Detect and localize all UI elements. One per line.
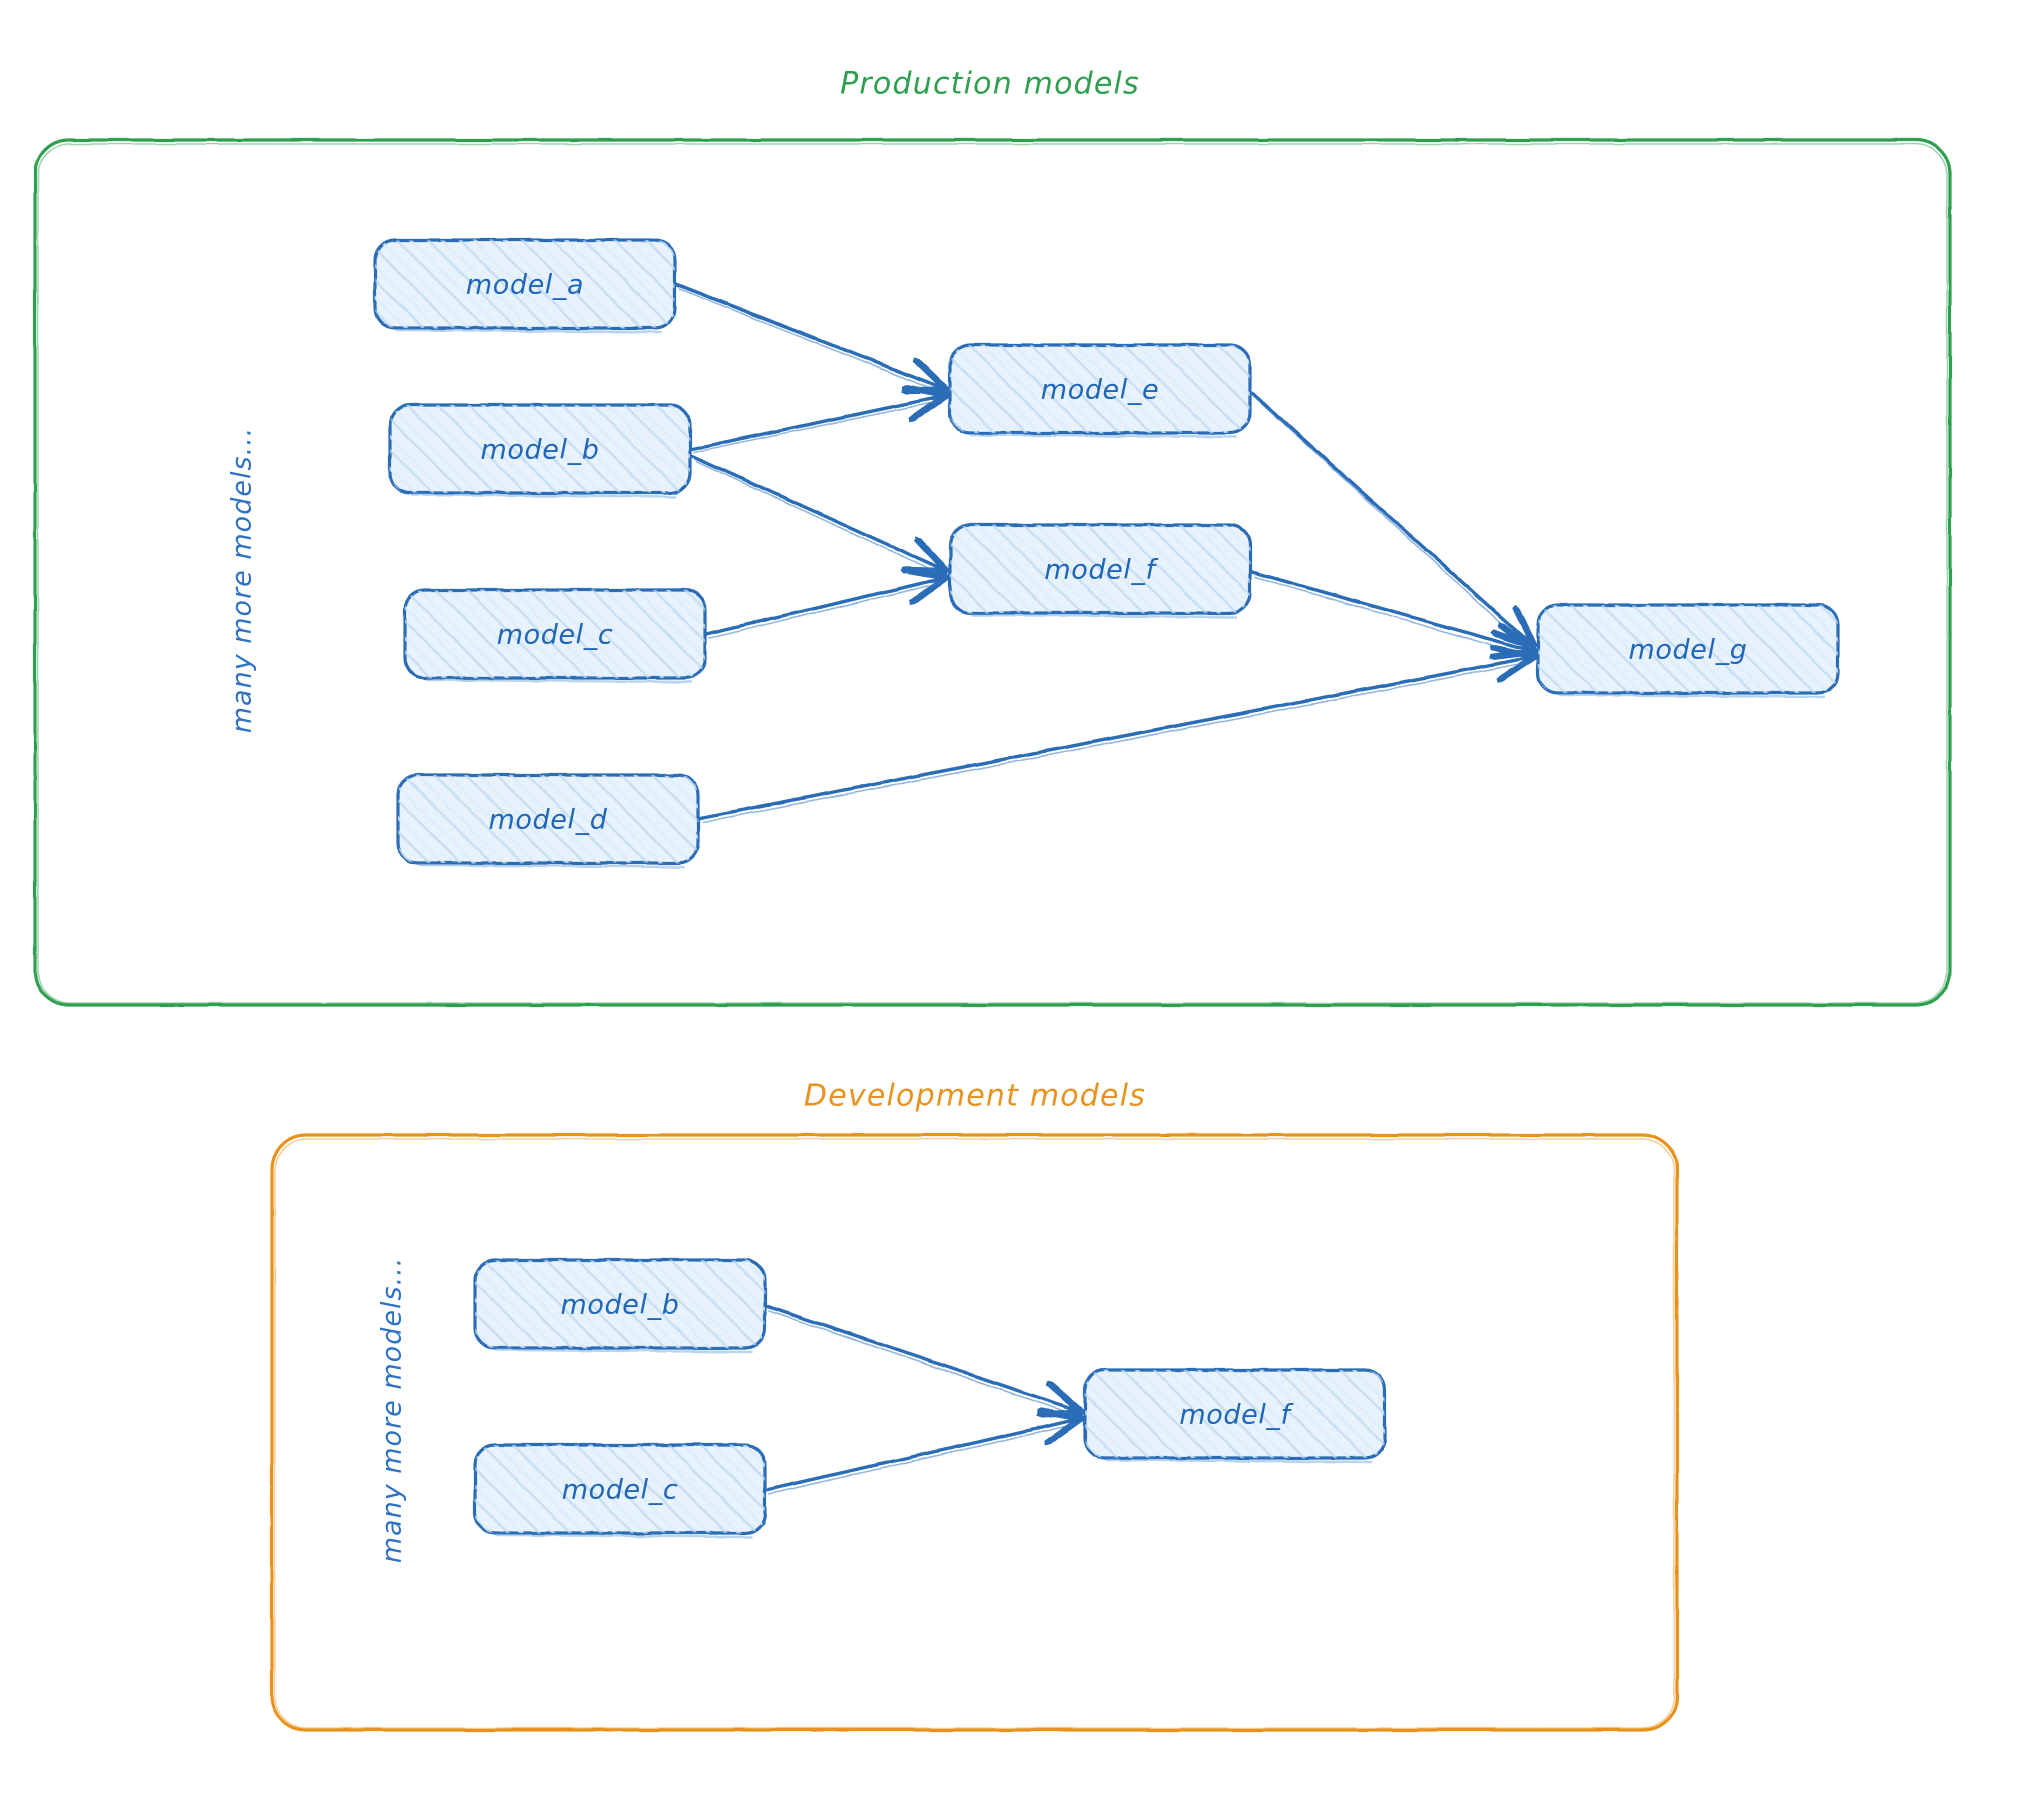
node-box-sketch-edge: [970, 433, 1238, 439]
edge-dev-model-b-to-model-f-ghost: [768, 1310, 1077, 1416]
edge-model-d-to-model-g-ghost: [702, 661, 1530, 823]
edge-model-b-to-model-f: [690, 454, 944, 570]
node-box-hatch-overlay: [475, 1445, 765, 1533]
node-box-hatch-overlay: [475, 1260, 765, 1348]
node-box-sketch-edge: [495, 1348, 753, 1354]
node-box-hatch-overlay: [405, 590, 705, 678]
production-container-border-ghost: [37, 143, 1948, 1004]
edge-model-d-to-model-g: [698, 657, 1532, 820]
node-box-sketch-edge: [1558, 693, 1826, 699]
node-box-hatch-overlay: [950, 345, 1250, 433]
node-box-sketch-edge: [495, 1533, 753, 1539]
edge-dev-model-c-to-model-f: [764, 1419, 1079, 1492]
edge-model-b-to-model-f-ghost: [695, 460, 942, 575]
node-box-hatch-overlay: [1085, 1370, 1385, 1458]
node-box-sketch-edge: [425, 678, 693, 684]
edge-model-c-to-model-f: [704, 578, 944, 636]
node-prod-model-e[interactable]: model_e: [948, 343, 1252, 439]
node-label: model_b: [561, 1290, 680, 1321]
group-container-development: [270, 1133, 1679, 1732]
development-container-border: [270, 1133, 1679, 1732]
development-group-title: Development models: [804, 1079, 1146, 1114]
node-label: model_e: [1041, 375, 1159, 406]
edge-model-c-to-model-f-ghost: [708, 582, 941, 639]
node-box-sketch-edge: [418, 863, 686, 869]
node-prod-model-f[interactable]: model_f: [948, 523, 1252, 619]
edge-model-a-to-model-e: [674, 282, 944, 389]
edge-model-f-to-model-g: [1250, 570, 1532, 651]
node-box-sketch-edge: [395, 328, 663, 334]
edge-model-e-to-model-g-ghost: [1255, 397, 1530, 650]
node-box-sketch-edge: [970, 613, 1238, 619]
edge-model-a-to-model-e-ghost: [679, 288, 943, 394]
node-dev-model-f[interactable]: model_f: [1083, 1368, 1387, 1464]
node-label: model_b: [481, 435, 600, 466]
node-box-hatch-overlay: [390, 405, 690, 493]
production-container-border: [33, 138, 1952, 1007]
node-box-sketch-edge: [410, 493, 678, 499]
node-label: model_f: [1179, 1400, 1293, 1431]
production-many-more-models-label: many more models...: [227, 427, 258, 734]
node-prod-model-g[interactable]: model_g: [1536, 603, 1840, 699]
edge-dev-model-c-to-model-f-ghost: [768, 1423, 1077, 1495]
edge-model-b-to-model-e: [690, 396, 944, 451]
edge-model-e-to-model-g: [1250, 391, 1532, 645]
node-prod-model-b[interactable]: model_b: [388, 403, 692, 499]
node-dev-model-c[interactable]: model_c: [473, 1443, 767, 1539]
development-many-more-models-label: many more models...: [377, 1257, 408, 1564]
node-prod-model-c[interactable]: model_c: [403, 588, 707, 684]
edge-dev-model-b-to-model-f: [764, 1304, 1079, 1411]
node-box-sketch-edge: [1105, 1458, 1373, 1464]
node-label: model_d: [489, 805, 608, 836]
group-container-production: [33, 138, 1952, 1007]
node-label: model_f: [1044, 555, 1158, 586]
node-label: model_c: [497, 620, 614, 651]
node-box-hatch-overlay: [398, 775, 698, 863]
node-label: model_g: [1629, 635, 1748, 666]
node-label: model_a: [466, 270, 584, 301]
node-box-hatch-overlay: [1538, 605, 1838, 693]
node-prod-model-d[interactable]: model_d: [396, 773, 700, 869]
production-group-title: Production models: [840, 67, 1140, 102]
development-container-border-ghost: [274, 1138, 1675, 1729]
edge-model-b-to-model-e-ghost: [693, 400, 941, 453]
node-box-hatch-overlay: [950, 525, 1250, 613]
edge-model-f-to-model-g-ghost: [1254, 576, 1530, 657]
node-prod-model-a[interactable]: model_a: [373, 238, 677, 334]
edges-development: [764, 1304, 1079, 1495]
node-dev-model-b[interactable]: model_b: [473, 1258, 767, 1354]
node-label: model_c: [562, 1475, 679, 1506]
node-box-hatch-overlay: [375, 240, 675, 328]
edges-production: [674, 282, 1532, 823]
